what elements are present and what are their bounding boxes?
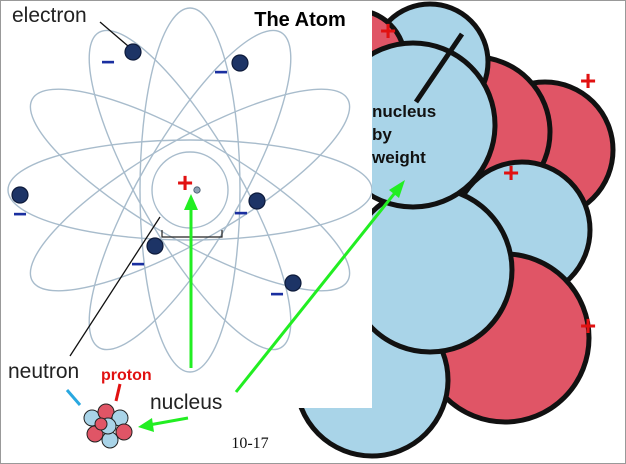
neutron-pointer-line xyxy=(69,216,161,357)
zoom-neutron xyxy=(345,185,515,355)
electron-dot xyxy=(284,274,302,292)
electron-dot xyxy=(11,186,29,204)
zoom-plus-sign: + xyxy=(503,157,519,188)
arrowhead-icon xyxy=(389,180,405,198)
electron-pointer-line xyxy=(99,21,129,47)
zoom-plus-sign: + xyxy=(580,65,596,96)
nucleus-dot-icon xyxy=(193,186,201,194)
nucleus-by-weight-label: nucleus by weight xyxy=(371,102,436,167)
minus-signs: − − − − − − xyxy=(13,49,284,308)
slide-number: 10-17 xyxy=(231,435,268,452)
proton-label: proton xyxy=(101,367,152,384)
electron-dot xyxy=(231,54,249,72)
zoom-plus-sign: + xyxy=(580,310,596,341)
electron-dot xyxy=(248,192,266,210)
electron-minus-sign: − xyxy=(214,59,228,86)
arrowhead-icon xyxy=(138,418,154,432)
electrons xyxy=(11,43,302,292)
electron-minus-sign: − xyxy=(131,251,145,278)
nucleus-by-weight-line: weight xyxy=(371,148,426,167)
neutron-pointer-mark xyxy=(65,389,82,406)
orbit-ellipse xyxy=(88,29,292,351)
electron-label: electron xyxy=(12,4,87,27)
orbit-ellipse xyxy=(29,88,351,292)
nucleus-label: nucleus xyxy=(150,391,222,414)
nucleus-plus-sign: + xyxy=(177,167,193,198)
electron-minus-sign: − xyxy=(270,281,284,308)
neutron-label: neutron xyxy=(8,360,79,383)
nucleus-by-weight-line: by xyxy=(372,125,392,144)
electron-dot xyxy=(146,237,164,255)
orbit-ellipse xyxy=(139,7,241,373)
zoom-plus-sign: + xyxy=(380,15,396,46)
orbit-ellipse xyxy=(29,88,351,292)
page-title: The Atom xyxy=(254,9,345,31)
arrow-to-nucleus-by-weight xyxy=(234,188,400,393)
arrow-to-small-nucleus xyxy=(148,416,189,427)
atom-panel xyxy=(0,0,372,408)
proton-pointer-mark xyxy=(114,383,122,402)
arrows xyxy=(148,188,400,427)
orbit-ellipse xyxy=(88,29,292,351)
electron-minus-sign: − xyxy=(234,200,248,227)
small-nucleus-icon xyxy=(83,403,133,449)
electron-minus-sign: − xyxy=(13,201,27,228)
electron-minus-sign: − xyxy=(101,49,115,76)
arrow-heads xyxy=(138,180,405,432)
arrowhead-icon xyxy=(184,194,198,210)
nucleus-by-weight-line: nucleus xyxy=(372,102,436,121)
zoom-pointer-line xyxy=(413,32,465,104)
electron-dot xyxy=(124,43,142,61)
plus-signs: + + + + + xyxy=(177,15,596,341)
